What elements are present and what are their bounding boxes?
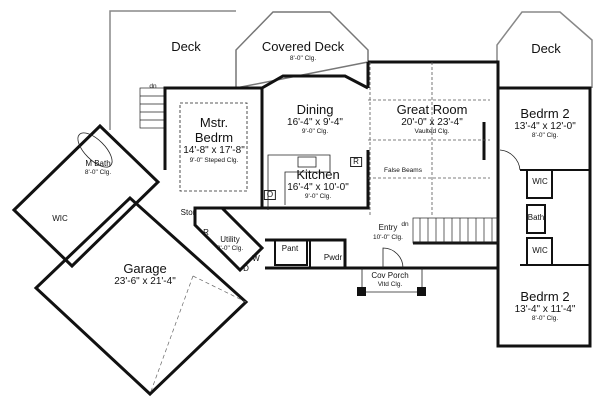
master-bedroom-size: 14'-8" x 17'-8" — [183, 145, 245, 156]
garage-label: Garage — [123, 261, 167, 276]
garage-size: 23'-6" x 21'-4" — [114, 276, 176, 287]
master-wic-label: WIC — [52, 214, 68, 223]
covered-deck-label: Covered Deck — [261, 39, 345, 54]
bedroom-lower-ceiling: 8'-0" Clg. — [531, 315, 559, 322]
porch-post — [357, 287, 366, 296]
wic-upper-label: WIC — [532, 177, 548, 186]
powder-walls — [309, 239, 346, 269]
bedroom-door — [499, 149, 521, 171]
powder-label: Pwdr — [323, 253, 343, 262]
entry-label: Entry — [378, 223, 398, 232]
bedroom-lower-size: 13'-4" x 11'-4" — [514, 304, 576, 315]
dining-bump-wall — [261, 74, 369, 90]
utility-refrigerator-icon: R — [203, 228, 209, 237]
kitchen-sink — [297, 156, 317, 168]
entry-ceiling: 10'-0" Clg. — [373, 234, 403, 241]
master-bath-wing — [11, 123, 161, 269]
kitchen-size: 16'-4" x 10'-0" — [287, 182, 349, 193]
pantry-walls — [274, 239, 308, 266]
false-beams-note: False Beams — [384, 167, 422, 174]
garage-roof-lines — [149, 275, 247, 395]
dryer-icon: D — [243, 264, 249, 273]
deck-left-railing — [109, 10, 236, 130]
great-room-label: Great Room — [396, 102, 468, 117]
refrigerator-icon: R — [350, 157, 362, 168]
wic-lower-walls — [526, 237, 553, 266]
storage-label: Stor — [180, 208, 196, 217]
entry-stair — [412, 217, 499, 244]
garage-walls — [33, 195, 249, 397]
bedroom-upper-size: 13'-4" x 12'-0" — [514, 121, 576, 132]
dining-ceiling: 9'-0" Clg. — [301, 128, 329, 135]
kitchen-walls — [262, 150, 370, 210]
utility-ceiling: 8'-0" Clg. — [216, 245, 244, 252]
deck-left-label: Deck — [171, 39, 201, 54]
dining-label: Dining — [296, 102, 334, 117]
washer-icon: W — [252, 254, 260, 263]
great-room-ceiling: Vaulted Clg. — [414, 128, 450, 135]
deck-right-label: Deck — [531, 41, 561, 56]
entry-stair-label: dn — [401, 221, 409, 228]
utility-walls — [193, 206, 265, 273]
wic-upper-walls — [526, 169, 553, 199]
pantry-label: Pant — [281, 244, 299, 253]
master-bath-label: M Bath — [85, 159, 111, 168]
entry-door — [382, 247, 404, 269]
bedroom-lower-label: Bedrm 2 — [520, 289, 570, 304]
dining-size: 16'-4" x 9'-4" — [287, 117, 343, 128]
master-bath-ceiling: 8'-0" Clg. — [84, 169, 112, 176]
covered-porch-outline — [361, 268, 423, 293]
utility-label: Utility — [220, 235, 240, 244]
deck-stair-label: dn — [149, 83, 157, 90]
porch-post — [417, 287, 426, 296]
master-tub — [77, 132, 113, 168]
stepped-ceiling-outline — [179, 102, 248, 192]
master-bedroom-label-1: Mstr. — [199, 115, 229, 130]
bath-walls — [526, 204, 546, 234]
kitchen-label: Kitchen — [296, 167, 340, 182]
wic-lower-label: WIC — [532, 246, 548, 255]
deck-stair — [139, 87, 166, 129]
master-bedroom-ceiling: 9'-0" Steped Clg. — [189, 157, 239, 164]
bedroom-upper-ceiling: 8'-0" Clg. — [531, 132, 559, 139]
right-wing-walls — [496, 86, 592, 348]
covered-porch-ceiling: Vltd Clg. — [377, 281, 403, 288]
great-room-top-wall — [368, 60, 500, 88]
false-beams — [368, 62, 490, 215]
bedroom-upper-label: Bedrm 2 — [520, 106, 570, 121]
covered-porch-label: Cov Porch — [371, 271, 409, 280]
oven-icon: O — [263, 190, 277, 201]
master-bedroom-label-2: Bedrm — [194, 130, 234, 145]
kitchen-ceiling: 9'-0" Clg. — [304, 193, 332, 200]
kitchen-counter — [267, 154, 331, 210]
deck-right-railing — [496, 11, 593, 88]
covered-deck-ceiling: 8'-0" Clg. — [289, 55, 317, 62]
bath-label: Bath — [527, 213, 545, 222]
great-room-size: 20'-0" x 23'-4" — [401, 117, 463, 128]
